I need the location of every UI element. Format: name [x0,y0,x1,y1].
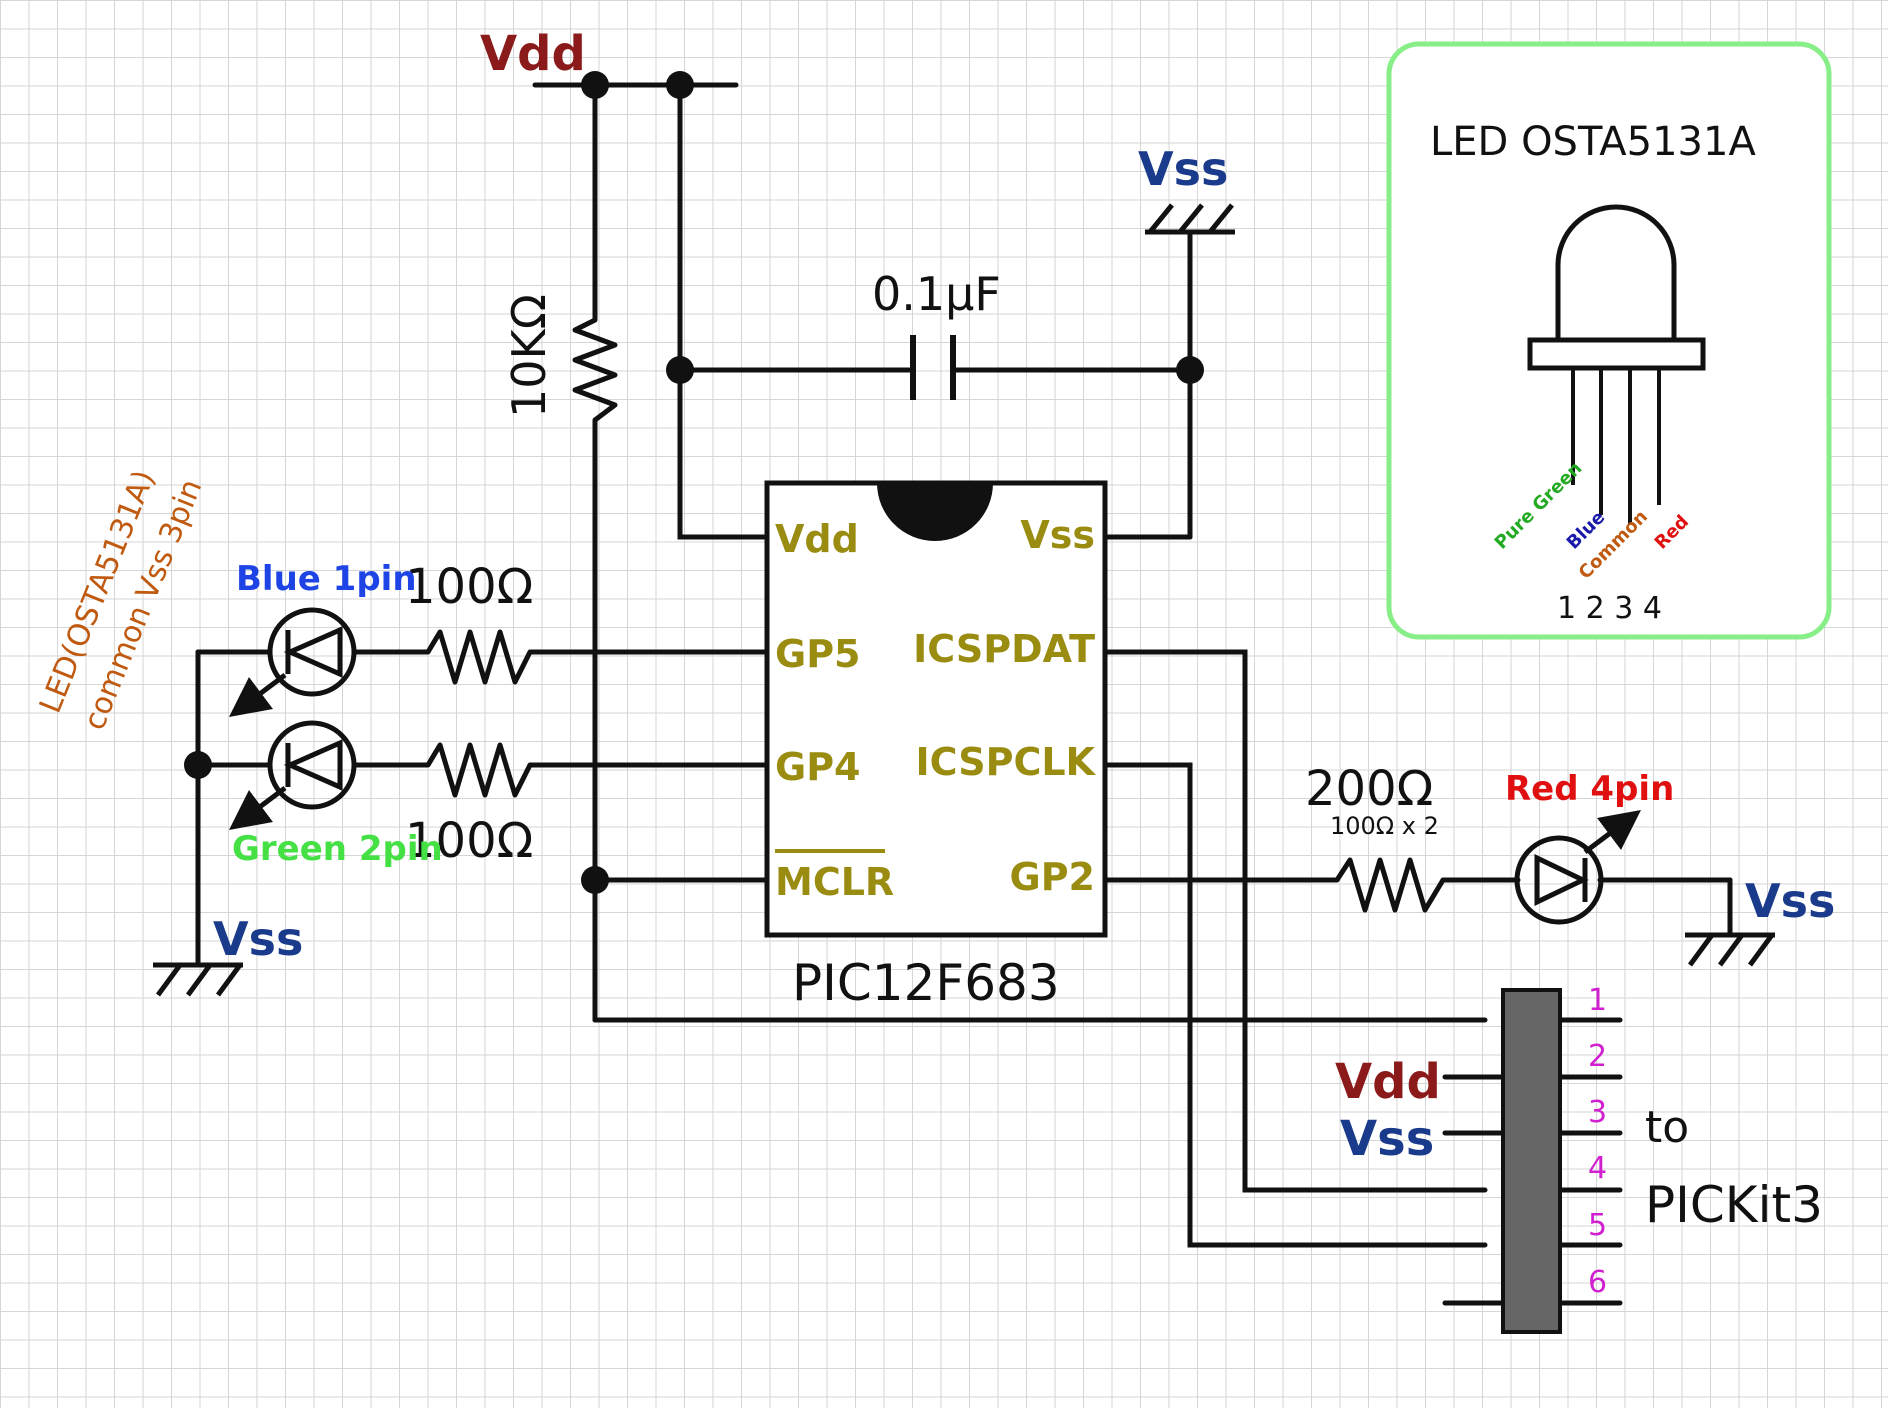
led-inset [1386,41,1832,640]
vss-connector-label: Vss [1340,1111,1434,1167]
chip-pin-vss: Vss [1020,513,1095,557]
led-green-symbol [229,720,357,830]
inset-title: LED OSTA5131A [1430,119,1756,165]
inset-leg-numbers: 1 2 3 4 [1557,591,1662,626]
led-blue-label: Blue 1pin [236,559,417,599]
vdd-top-label: Vdd [480,26,586,82]
pickit-connector-body [1501,988,1562,1334]
resistor-10k [572,317,618,422]
connector-pin-2: 2 [1588,1039,1607,1074]
led-blue-symbol [229,607,357,717]
vss-left-label: Vss [213,912,303,966]
pic-chip [764,480,1108,938]
resistor-green-label: 100Ω [405,813,533,869]
ground-symbols [153,203,1775,997]
resistor-red-label: 200Ω [1305,761,1433,817]
chip-pin-icspdat: ICSPDAT [913,627,1095,671]
resistor-green [425,742,533,798]
led-red-symbol [1514,810,1641,925]
connector-pin-5: 5 [1588,1208,1607,1243]
resistor-10k-label: 10KΩ [502,294,556,418]
vss-top-label: Vss [1138,142,1228,196]
connector-label-pickit: PICKit3 [1645,1176,1823,1234]
vss-right-label: Vss [1745,874,1835,928]
vdd-connector-label: Vdd [1335,1054,1441,1110]
chip-pin-gp5: GP5 [775,632,860,676]
resistor-symbols [425,317,1446,913]
junction-dots [184,71,1204,894]
capacitor-label: 0.1μF [872,267,1001,321]
resistor-red [1334,857,1446,913]
chip-pin-gp2: GP2 [1010,855,1095,899]
resistor-blue-label: 100Ω [405,559,533,615]
connector-pin-1: 1 [1588,983,1607,1018]
resistor-blue [425,629,533,685]
led-green-label: Green 2pin [232,829,443,869]
chip-pin-vdd: Vdd [775,517,859,561]
chip-pin-icspclk: ICSPCLK [916,740,1097,784]
connector-pin-6: 6 [1588,1265,1607,1300]
connector-label-to: to [1645,1102,1689,1153]
resistor-red-note: 100Ω x 2 [1330,812,1439,840]
chip-name: PIC12F683 [792,954,1060,1012]
capacitor-symbol [910,335,956,400]
led-red-label: Red 4pin [1505,769,1674,809]
connector-pin-3: 3 [1588,1095,1607,1130]
chip-pin-gp4: GP4 [775,745,860,789]
chip-pin-mclr: MCLR [775,860,894,904]
connector-pin-4: 4 [1588,1151,1607,1186]
